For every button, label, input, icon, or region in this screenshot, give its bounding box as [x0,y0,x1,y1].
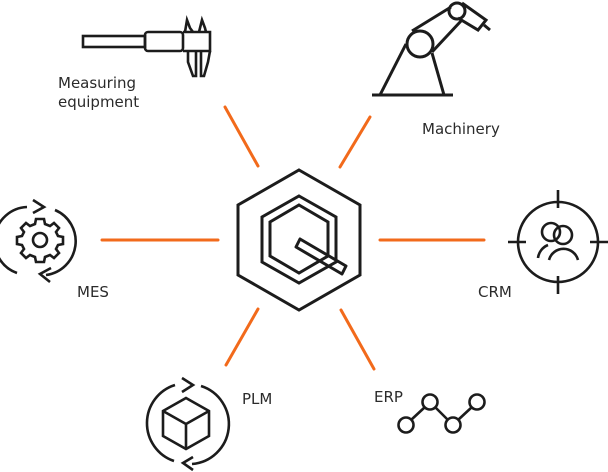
connector-machinery [338,115,372,169]
label-erp: ERP [374,388,403,406]
label-measuring-equipment: Measuring equipment [58,74,139,112]
network-nodes-icon [397,393,486,434]
label-plm: PLM [242,390,273,408]
label-measuring-line2: equipment [58,93,140,111]
caliper-icon [81,15,212,78]
label-machinery: Machinery [422,120,500,138]
gear-cycle-icon [0,198,77,284]
target-users-icon [508,190,608,294]
q-hexagon-logo-icon [236,168,362,312]
connector-measuring [223,105,260,168]
robot-arm-icon [372,1,491,97]
connector-erp [339,308,376,371]
connector-plm [224,307,260,367]
label-mes: MES [77,283,109,301]
label-measuring-line1: Measuring [58,74,137,92]
label-crm: CRM [478,283,512,301]
cube-cycle-icon [145,376,231,472]
